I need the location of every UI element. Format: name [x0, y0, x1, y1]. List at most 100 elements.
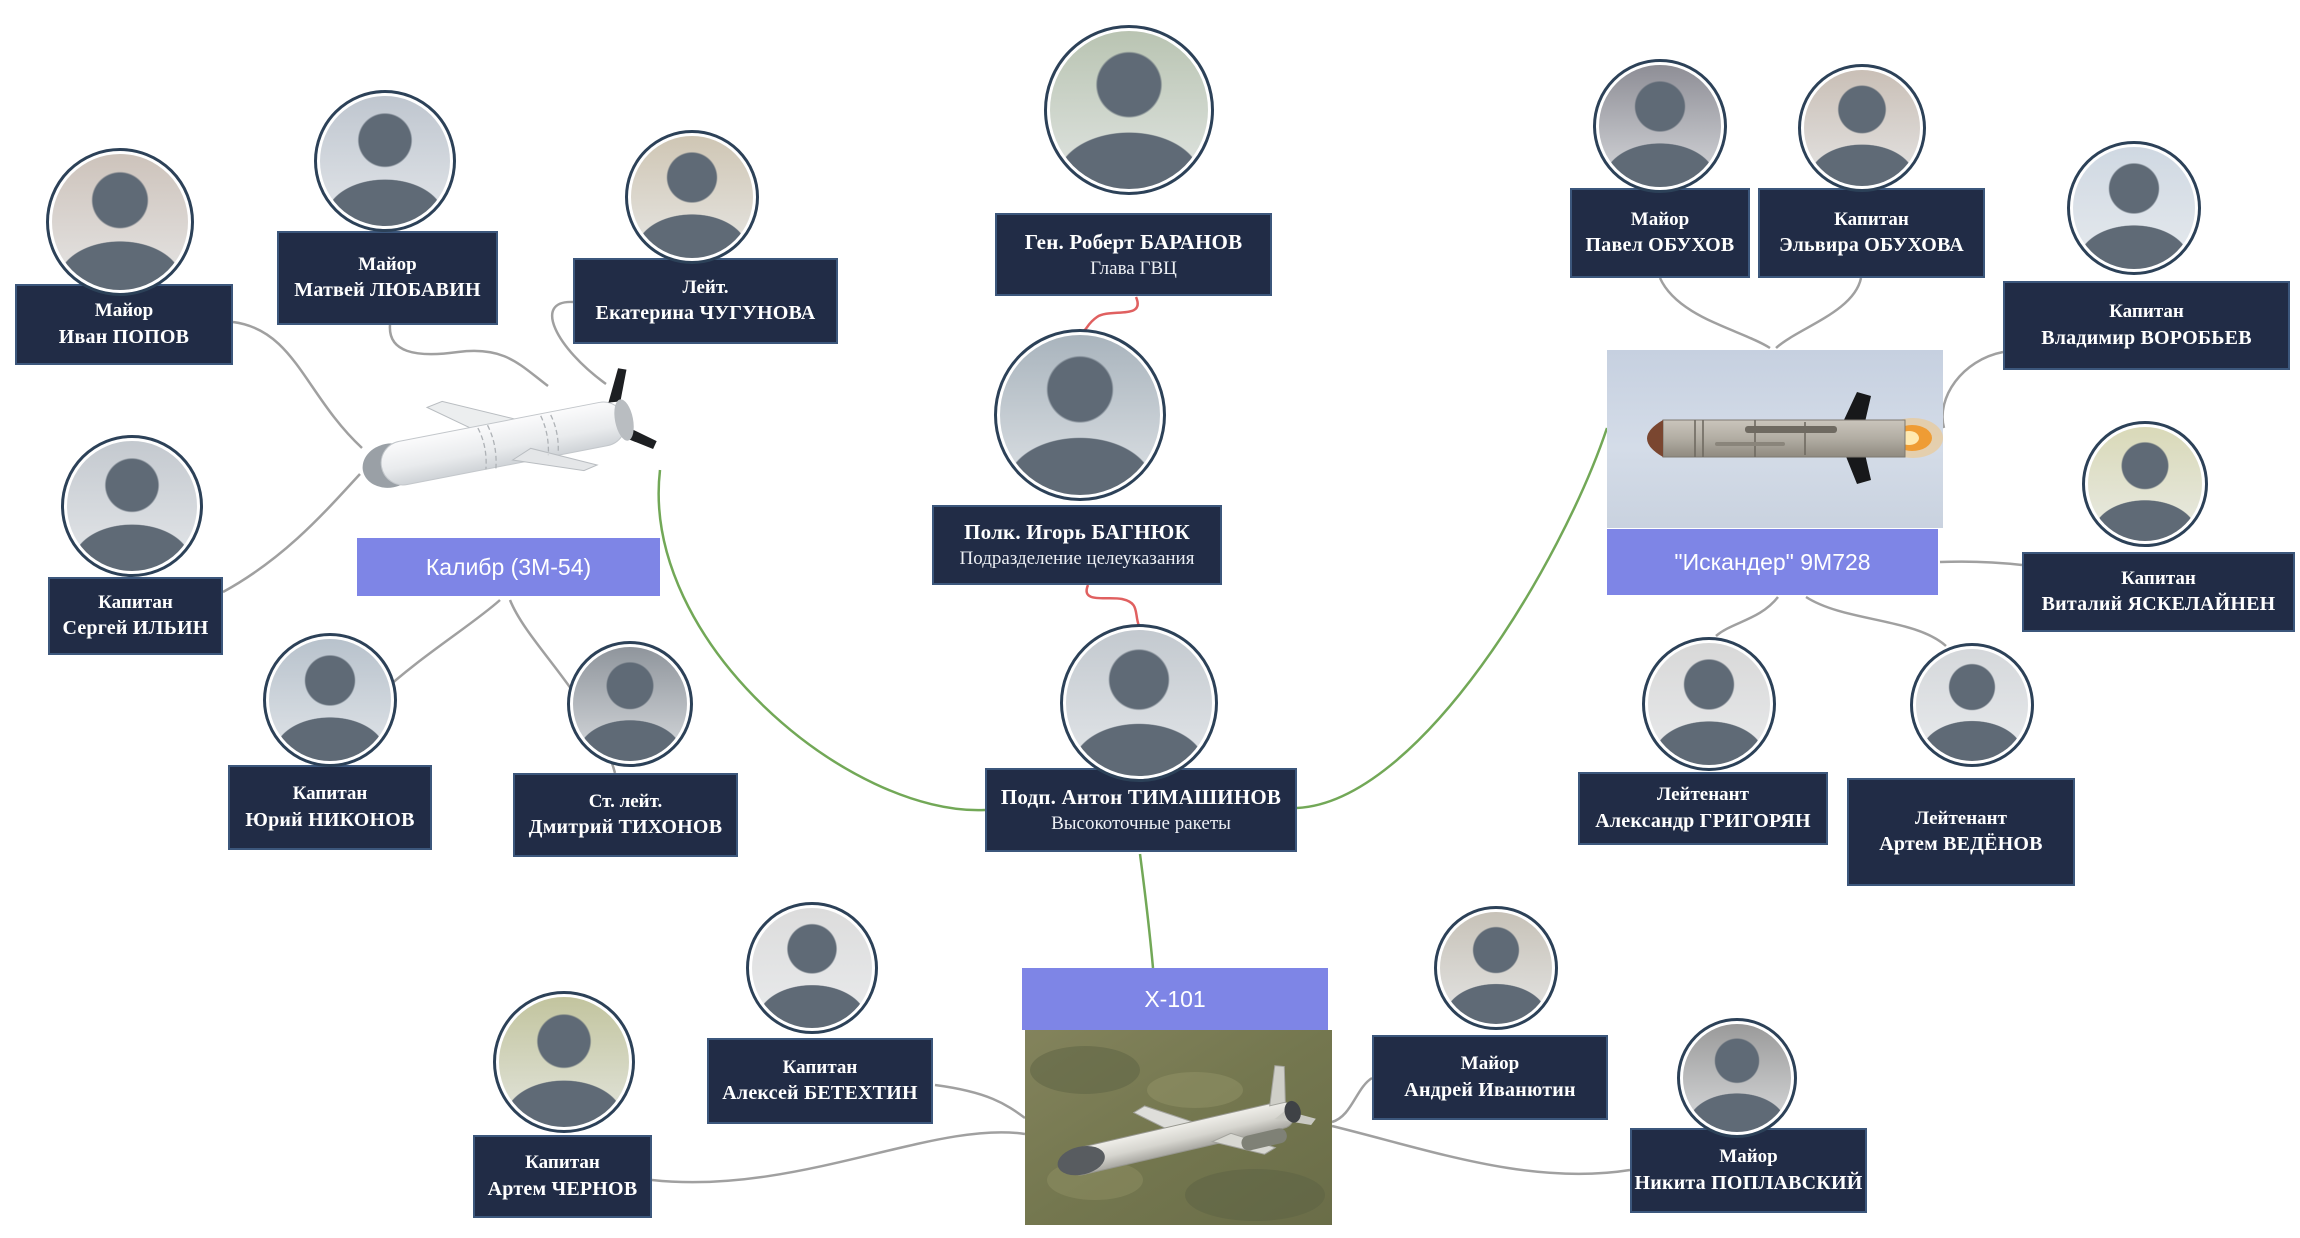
chernov-avatar	[499, 997, 629, 1127]
person-label-popov[interactable]: Майор Иван ПОПОВ	[15, 284, 233, 365]
timashinov-avatar	[1066, 630, 1212, 776]
person-label-vedyonov[interactable]: Лейтенант Артем ВЕДЁНОВ	[1847, 778, 2075, 886]
person-label-ilyin[interactable]: Капитан Сергей ИЛЬИН	[48, 577, 223, 655]
baranov-name: Ген. Роберт БАРАНОВ	[1024, 229, 1243, 254]
person-label-grigoryan[interactable]: Лейтенант Александр ГРИГОРЯН	[1578, 772, 1828, 845]
person-photo-baranov[interactable]	[1044, 25, 1214, 195]
iskander-missile-drawing	[1607, 350, 1943, 528]
person-label-baranov[interactable]: Ген. Роберт БАРАНОВ Глава ГВЦ	[995, 213, 1272, 296]
timashinov-role: Высокоточные ракеты	[1051, 813, 1231, 835]
tikhonov-name: Дмитрий ТИХОНОВ	[528, 816, 723, 839]
person-label-betekhtin[interactable]: Капитан Алексей БЕТЕХТИН	[707, 1038, 933, 1124]
person-label-bagnyuk[interactable]: Полк. Игорь БАГНЮК Подразделение целеука…	[932, 505, 1222, 585]
kalibr-label-text: Калибр (3М-54)	[425, 553, 592, 580]
person-photo-tikhonov[interactable]	[567, 641, 693, 767]
person-label-lyubavin[interactable]: Майор Матвей ЛЮБАВИН	[277, 231, 498, 325]
grigoryan-name: Александр ГРИГОРЯН	[1595, 809, 1811, 832]
poplavskiy-avatar	[1683, 1024, 1791, 1132]
bagnyuk-avatar	[1000, 335, 1160, 495]
obukhov-name: Павел ОБУХОВ	[1585, 234, 1735, 257]
person-label-obukhov[interactable]: Майор Павел ОБУХОВ	[1570, 188, 1750, 278]
ilyin-name: Сергей ИЛЬИН	[62, 617, 209, 640]
vorobyev-avatar	[2073, 147, 2195, 269]
person-label-ivanyutin[interactable]: Майор Андрей Иванютин	[1372, 1035, 1608, 1120]
nikonov-name: Юрий НИКОНОВ	[245, 808, 415, 831]
timashinov-name: Подп. Антон ТИМАШИНОВ	[1000, 785, 1282, 809]
grigoryan-avatar	[1648, 643, 1770, 765]
person-photo-chugunova[interactable]	[625, 130, 759, 264]
person-photo-grigoryan[interactable]	[1642, 637, 1776, 771]
chugunova-rank: Лейт.	[682, 276, 729, 298]
x101-missile-image[interactable]	[1025, 1030, 1332, 1230]
vorobyev-name: Владимир ВОРОБЬЕВ	[2041, 326, 2252, 349]
person-label-obukhova[interactable]: Капитан Эльвира ОБУХОВА	[1758, 188, 1985, 278]
obukhov-avatar	[1599, 65, 1721, 187]
chernov-rank: Капитан	[525, 1152, 600, 1174]
popov-name: Иван ПОПОВ	[58, 325, 190, 348]
popov-rank: Майор	[94, 300, 154, 322]
person-photo-vedyonov[interactable]	[1910, 643, 2034, 767]
person-photo-obukhova[interactable]	[1798, 64, 1926, 192]
person-photo-chernov[interactable]	[493, 991, 635, 1133]
lyubavin-avatar	[320, 96, 450, 226]
kalibr-missile-drawing	[362, 368, 657, 488]
nikonov-rank: Капитан	[292, 783, 368, 805]
person-label-timashinov[interactable]: Подп. Антон ТИМАШИНОВ Высокоточные ракет…	[985, 768, 1297, 852]
person-photo-poplavskiy[interactable]	[1677, 1018, 1797, 1138]
person-photo-ilyin[interactable]	[61, 435, 203, 577]
ivanyutin-avatar	[1440, 912, 1552, 1024]
person-label-nikonov[interactable]: Капитан Юрий НИКОНОВ	[228, 765, 432, 850]
person-label-chernov[interactable]: Капитан Артем ЧЕРНОВ	[473, 1135, 652, 1218]
person-label-tikhonov[interactable]: Ст. лейт. Дмитрий ТИХОНОВ	[513, 773, 738, 857]
x101-label[interactable]: X-101	[1022, 968, 1328, 1030]
tikhonov-rank: Ст. лейт.	[588, 790, 663, 812]
person-label-yaskelaynen[interactable]: Капитан Виталий ЯСКЕЛАЙНЕН	[2022, 552, 2295, 632]
person-photo-ivanyutin[interactable]	[1434, 906, 1558, 1030]
chugunova-avatar	[631, 136, 753, 258]
bagnyuk-name: Полк. Игорь БАГНЮК	[964, 520, 1190, 544]
obukhova-name: Эльвира ОБУХОВА	[1779, 234, 1964, 257]
lyubavin-name: Матвей ЛЮБАВИН	[294, 279, 481, 302]
iskander-label[interactable]: "Искандер" 9М728	[1607, 529, 1938, 595]
nikonov-avatar	[269, 639, 391, 761]
person-photo-obukhov[interactable]	[1593, 59, 1727, 193]
person-label-poplavskiy[interactable]: Майор Никита ПОПЛАВСКИЙ	[1630, 1128, 1867, 1213]
person-photo-bagnyuk[interactable]	[994, 329, 1166, 501]
baranov-role: Глава ГВЦ	[1090, 257, 1177, 279]
person-photo-yaskelaynen[interactable]	[2082, 421, 2208, 547]
x101-label-text: X-101	[1144, 985, 1206, 1012]
popov-avatar	[52, 154, 188, 290]
yaskelaynen-rank: Капитан	[2121, 567, 2196, 589]
person-photo-nikonov[interactable]	[263, 633, 397, 767]
ilyin-avatar	[67, 441, 197, 571]
obukhov-rank: Майор	[1630, 208, 1690, 230]
grigoryan-rank: Лейтенант	[1657, 784, 1749, 806]
kalibr-label[interactable]: Калибр (3М-54)	[357, 538, 660, 596]
iskander-label-text: "Искандер" 9М728	[1674, 548, 1871, 575]
betekhtin-name: Алексей БЕТЕХТИН	[722, 1082, 918, 1105]
vedyonov-avatar	[1916, 649, 2028, 761]
person-label-chugunova[interactable]: Лейт. Екатерина ЧУГУНОВА	[573, 258, 838, 344]
person-photo-betekhtin[interactable]	[746, 902, 878, 1034]
chugunova-name: Екатерина ЧУГУНОВА	[595, 302, 816, 325]
ivanyutin-name: Андрей Иванютин	[1404, 1078, 1576, 1101]
person-photo-popov[interactable]	[46, 148, 194, 296]
obukhova-avatar	[1804, 70, 1920, 186]
x101-missile-drawing	[1025, 1030, 1332, 1225]
person-label-vorobyev[interactable]: Капитан Владимир ВОРОБЬЕВ	[2003, 281, 2290, 370]
lyubavin-rank: Майор	[358, 253, 417, 275]
vorobyev-rank: Капитан	[2109, 301, 2184, 323]
ilyin-rank: Капитан	[98, 591, 173, 613]
bagnyuk-role: Подразделение целеуказания	[959, 548, 1195, 570]
tikhonov-avatar	[573, 647, 687, 761]
betekhtin-avatar	[752, 908, 872, 1028]
kalibr-missile-image[interactable]	[330, 358, 670, 521]
iskander-missile-image[interactable]	[1607, 350, 1943, 533]
vedyonov-name: Артем ВЕДЁНОВ	[1879, 833, 2043, 856]
person-photo-lyubavin[interactable]	[314, 90, 456, 232]
person-photo-vorobyev[interactable]	[2067, 141, 2201, 275]
chernov-name: Артем ЧЕРНОВ	[487, 1177, 638, 1200]
vedyonov-rank: Лейтенант	[1915, 807, 2007, 829]
betekhtin-rank: Капитан	[782, 1056, 858, 1078]
person-photo-timashinov[interactable]	[1060, 624, 1218, 782]
